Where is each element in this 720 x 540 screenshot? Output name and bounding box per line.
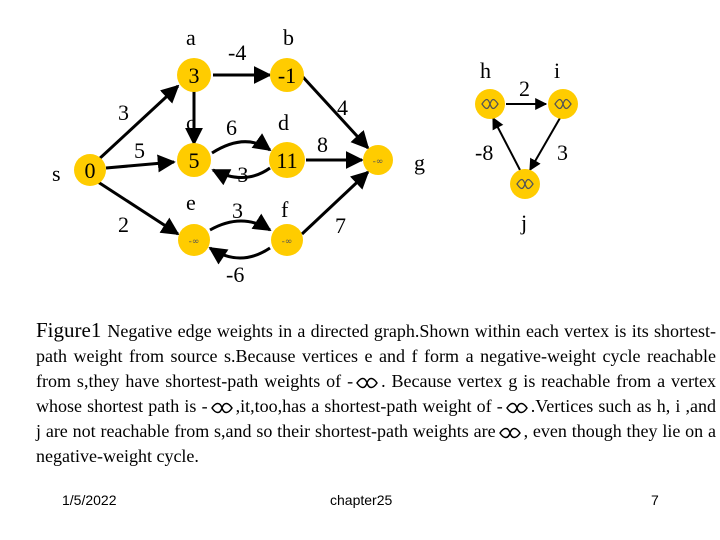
edge-f-g (300, 170, 370, 236)
caption-text-2: . Because vertex g is reachable from a v… (36, 371, 716, 416)
weight-s-e: 2 (118, 212, 129, 237)
weight-i-j: 3 (557, 140, 568, 165)
vertex-b-circle (270, 58, 304, 92)
edge-s-c (105, 154, 176, 173)
label-e: e (186, 190, 196, 215)
graph-diagram: 0 3 -1 5 11 -∞ -∞ -∞ a b (52, 25, 578, 287)
edge-e-f (209, 213, 272, 232)
edge-s-e (97, 180, 180, 236)
weight-c-d: 6 (226, 115, 237, 140)
weight-a-b: -4 (228, 40, 246, 65)
footer-chapter: chapter25 (330, 492, 393, 508)
weight-d-c: -3 (230, 162, 248, 187)
vertex-b-value: -1 (278, 63, 296, 88)
figure-label: Figure1 (36, 318, 102, 342)
label-f: f (281, 197, 289, 222)
vertex-a-circle (177, 58, 211, 92)
vertex-g-value: -∞ (373, 157, 384, 167)
label-s: s (52, 161, 61, 186)
vertex-g: -∞ (363, 145, 393, 175)
edge-weights: -4 3 5 2 6 -3 3 -6 4 8 7 2 -8 3 (118, 40, 568, 287)
label-g: g (414, 150, 425, 175)
vertex-h (475, 89, 505, 119)
infinity-icon (498, 427, 521, 439)
vertex-d-value: 11 (276, 148, 297, 173)
caption-text-4: .Vertices such as h, i ,and j are not re… (36, 396, 717, 441)
vertex-s-value: 0 (85, 158, 96, 183)
weight-h-j: -8 (475, 140, 493, 165)
edge-s-a (96, 84, 180, 162)
weight-s-a: 3 (118, 100, 129, 125)
infinity-icon (554, 98, 572, 110)
vertex-d-circle (269, 142, 305, 178)
edge-f-e (208, 246, 271, 265)
vertex-e-value: -∞ (189, 237, 200, 247)
vertex-c-circle (177, 143, 211, 177)
caption-text-1: Negative edge weights in a directed grap… (36, 321, 716, 391)
vertex-i (548, 89, 578, 119)
infinity-icon (516, 178, 534, 190)
weight-f-e: -6 (226, 262, 244, 287)
infinity-icon (356, 377, 378, 389)
vertex-labels: a b c d e f s g h i j (52, 25, 560, 235)
vertex-c-value: 5 (189, 148, 200, 173)
vertex-f: -∞ (271, 224, 303, 256)
edge-j-h (492, 116, 521, 171)
label-h: h (480, 58, 491, 83)
infinity-icon (210, 402, 233, 414)
vertex-d: 11 (269, 142, 305, 178)
weight-e-f: 3 (232, 198, 243, 223)
caption-text-5: , even though they lie on a negative-wei… (36, 421, 716, 466)
vertex-e: -∞ (178, 224, 210, 256)
weight-b-g: 4 (337, 95, 348, 120)
weight-h-i: 2 (519, 76, 530, 101)
vertex-f-value: -∞ (282, 237, 293, 247)
vertex-g-circle (363, 145, 393, 175)
label-i: i (554, 58, 560, 83)
footer-page-number: 7 (651, 492, 659, 508)
vertex-f-circle (271, 224, 303, 256)
vertex-s-circle (74, 154, 106, 186)
vertex-a: 3 (177, 58, 211, 92)
vertex-a-value: 3 (189, 63, 200, 88)
footer-date: 1/5/2022 (62, 492, 117, 508)
label-a: a (186, 25, 196, 50)
weight-s-c: 5 (134, 138, 145, 163)
edge-i-j (529, 117, 561, 172)
edge-c-d (211, 133, 272, 155)
edge-b-g (300, 74, 370, 150)
infinity-icon (481, 98, 499, 110)
label-b: b (283, 25, 294, 50)
infinity-icon (505, 402, 528, 414)
label-j: j (520, 210, 527, 235)
vertex-e-circle (178, 224, 210, 256)
vertex-s: 0 (74, 154, 106, 186)
vertex-b: -1 (270, 58, 304, 92)
weight-f-g: 7 (335, 213, 346, 238)
edges (96, 66, 561, 265)
caption-text-3: ,it,too,has a shortest-path weight of - (235, 396, 503, 416)
label-c: c (186, 110, 196, 135)
vertex-c: 5 (177, 143, 211, 177)
label-d: d (278, 110, 289, 135)
weight-d-g: 8 (317, 132, 328, 157)
edge-d-c (211, 166, 271, 186)
vertex-j (510, 169, 540, 199)
